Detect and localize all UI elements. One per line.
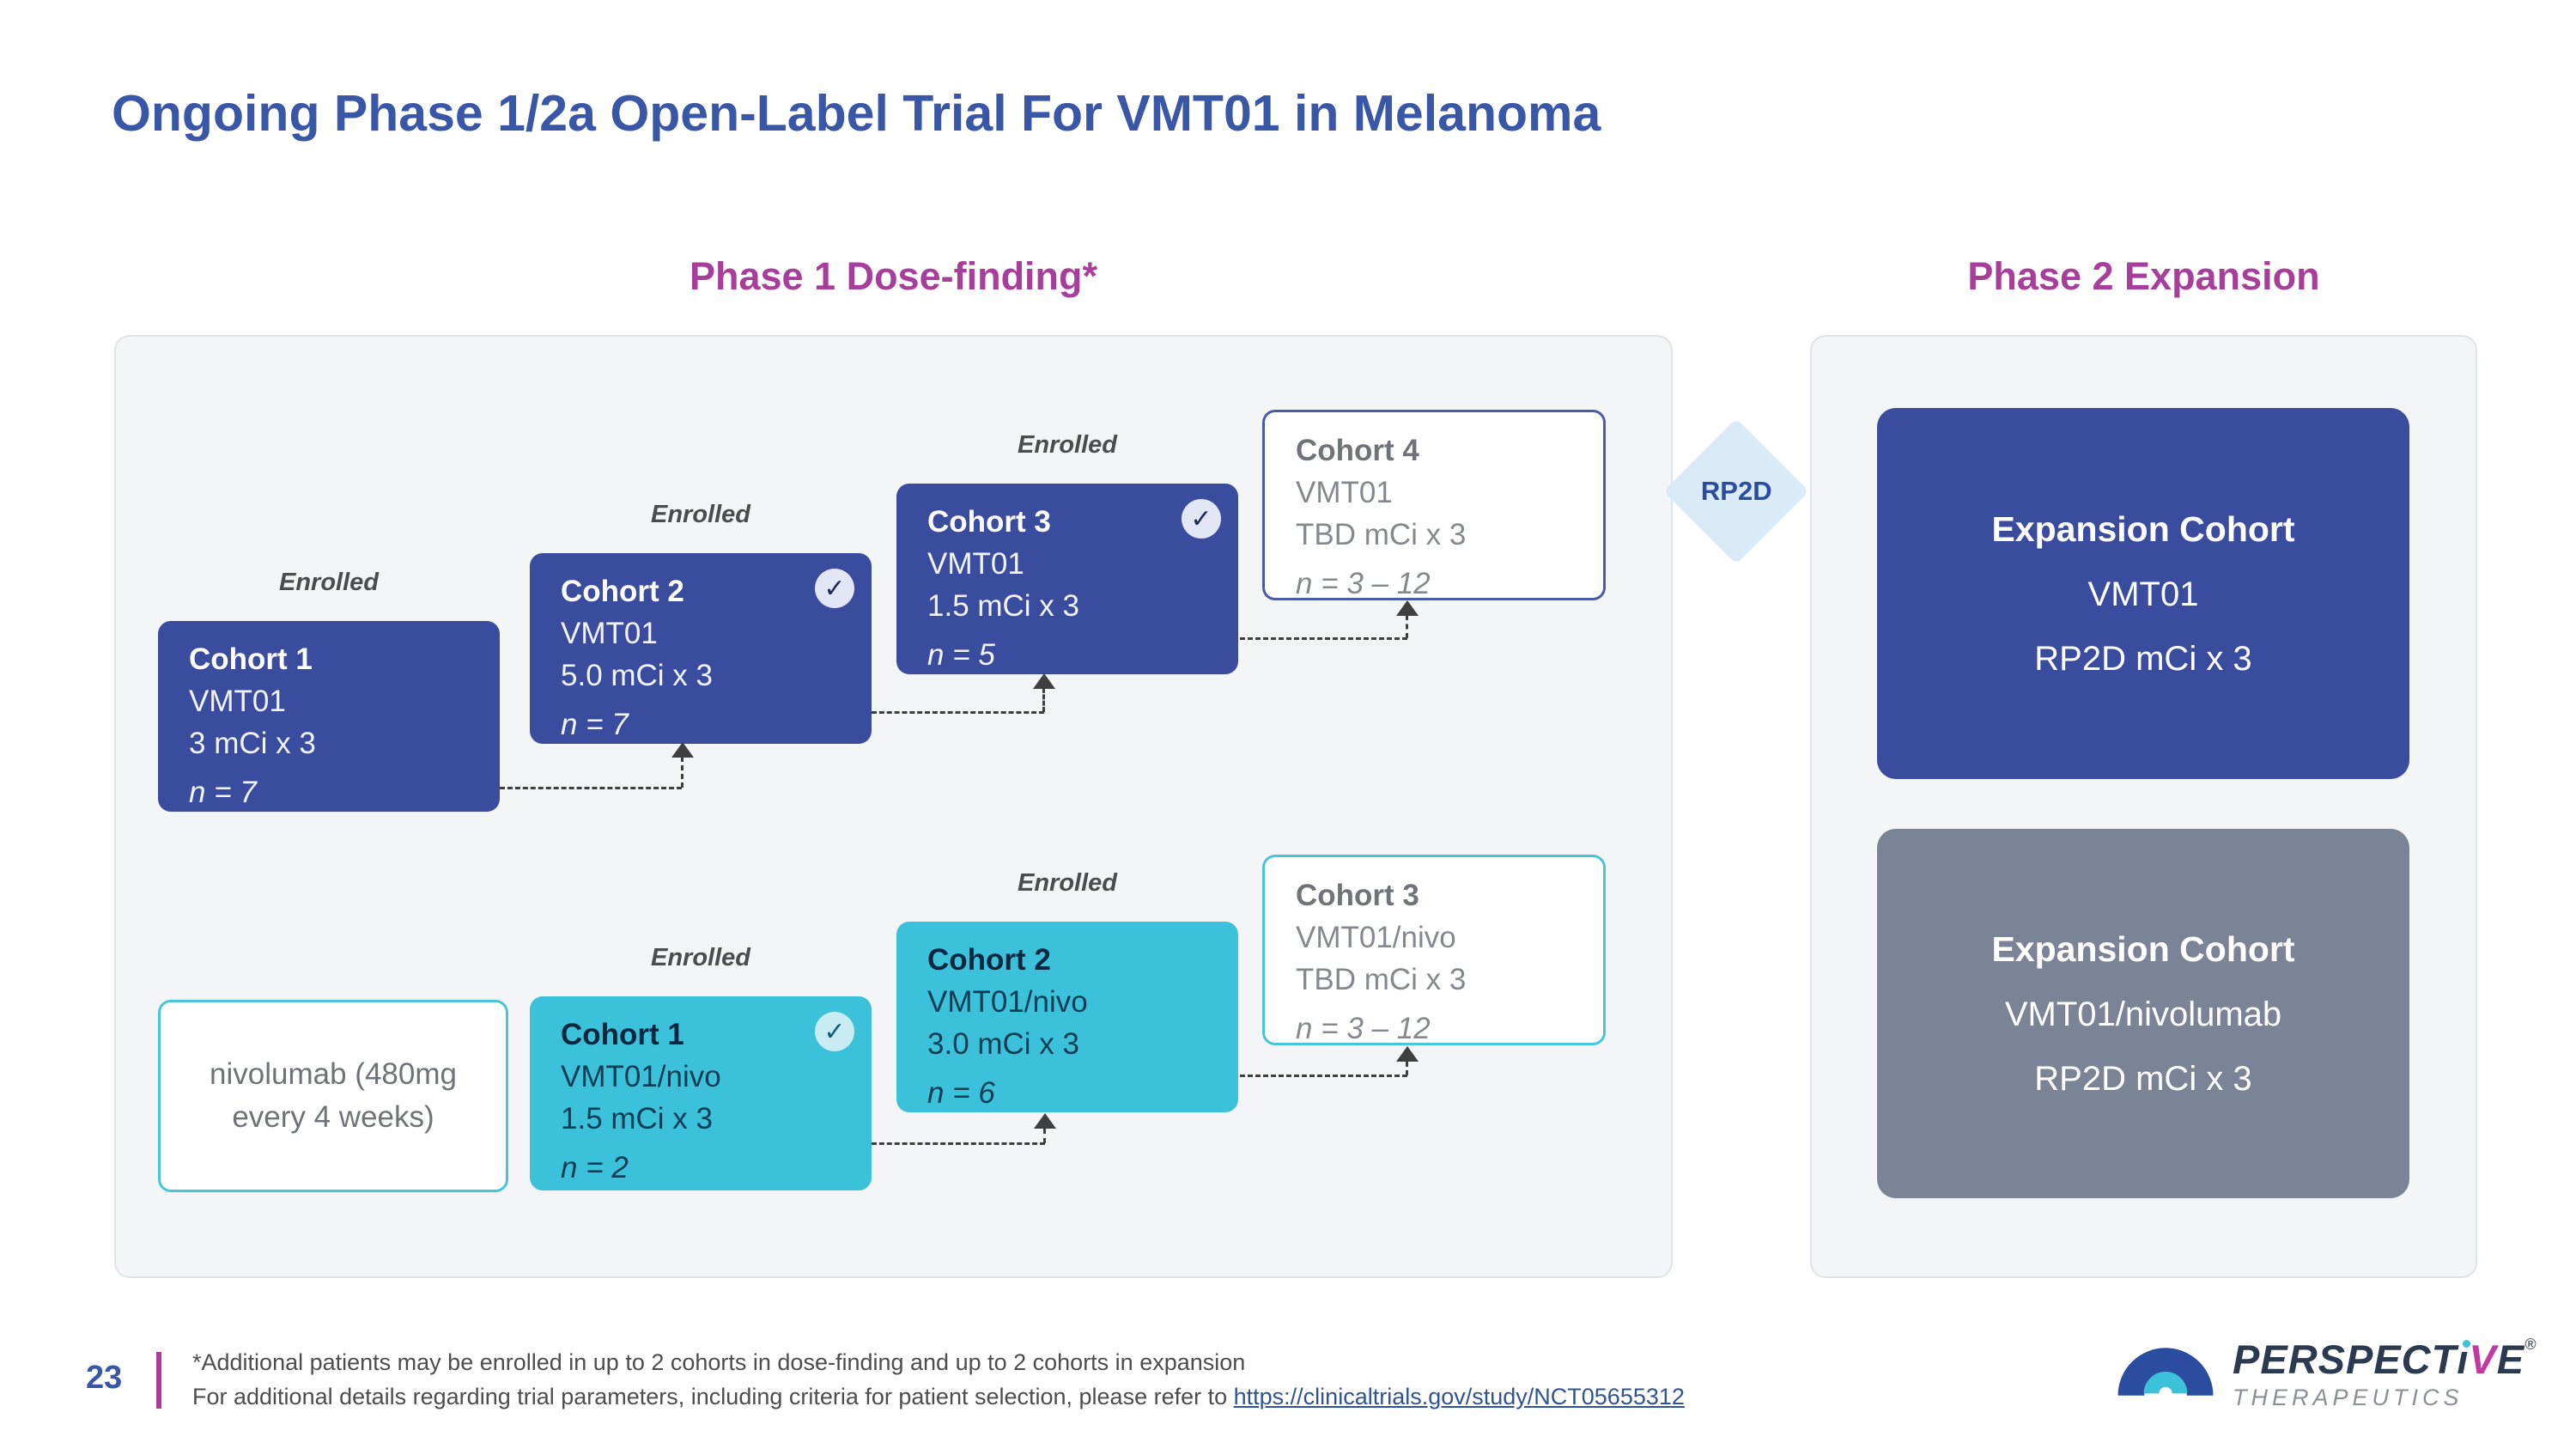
footnote-line2: For additional details regarding trial p…	[192, 1384, 1685, 1409]
logo-i-dot	[2463, 1340, 2471, 1348]
cohort-dose: 3 mCi x 3	[189, 727, 316, 760]
cohort-n: n = 3 – 12	[1296, 567, 1431, 600]
phase2-header: Phase 2 Expansion	[1967, 254, 2320, 298]
expansion-dose: RP2D mCi x 3	[2034, 639, 2252, 678]
cohort-title: Cohort 3	[927, 505, 1051, 539]
cohort4-mono-box: Cohort 4 VMT01 TBD mCi x 3 n = 3 – 12	[1262, 410, 1606, 600]
cohort-drug: VMT01/nivo	[561, 1060, 721, 1093]
enrolled-label-cohort3: Enrolled	[1017, 431, 1117, 459]
expansion-title: Expansion Cohort	[1991, 508, 2295, 549]
enrolled-label-combo-cohort2: Enrolled	[1017, 869, 1117, 897]
nivolumab-box: nivolumab (480mg every 4 weeks)	[158, 1000, 508, 1192]
check-icon: ✓	[815, 569, 854, 608]
cohort-drug: VMT01/nivo	[927, 985, 1088, 1019]
enrolled-label-cohort1: Enrolled	[278, 569, 379, 596]
cohort-title: Cohort 3	[1296, 879, 1419, 912]
expansion-cohort-nivolumab-box: Expansion Cohort VMT01/nivolumab RP2D mC…	[1877, 829, 2409, 1198]
enrolled-label-combo-cohort1: Enrolled	[650, 944, 750, 971]
check-icon: ✓	[815, 1012, 854, 1051]
cohort1-mono-box: Cohort 1 VMT01 3 mCi x 3 n = 7	[158, 621, 500, 812]
cohort3-mono-box: ✓ Cohort 3 VMT01 1.5 mCi x 3 n = 5	[896, 484, 1238, 674]
cohort-dose: 1.5 mCi x 3	[561, 1102, 713, 1135]
cohort-n: n = 5	[927, 638, 995, 672]
cohort-dose: 1.5 mCi x 3	[927, 589, 1079, 623]
cohort-dose: TBD mCi x 3	[1296, 963, 1467, 996]
cohort-drug: VMT01	[189, 685, 286, 718]
registered-mark: ®	[2524, 1336, 2537, 1353]
cohort-drug: VMT01/nivo	[1296, 921, 1456, 954]
cohort2-mono-box: ✓ Cohort 2 VMT01 5.0 mCi x 3 n = 7	[530, 553, 872, 744]
expansion-cohort-vmt01-box: Expansion Cohort VMT01 RP2D mCi x 3	[1877, 408, 2409, 779]
page-title: Ongoing Phase 1/2a Open-Label Trial For …	[112, 85, 1601, 142]
cohort-n: n = 6	[927, 1076, 995, 1110]
cohort-title: Cohort 4	[1296, 434, 1419, 467]
cohort-n: n = 3 – 12	[1296, 1012, 1431, 1045]
logo-arc-icon	[2117, 1348, 2214, 1397]
enrolled-label-cohort2: Enrolled	[650, 501, 750, 528]
expansion-drug: VMT01/nivolumab	[2004, 995, 2282, 1033]
logo-subtitle: THERAPEUTICS	[2233, 1385, 2464, 1410]
cohort-dose: 5.0 mCi x 3	[561, 659, 713, 692]
page-number: 23	[86, 1360, 123, 1396]
cohort-drug: VMT01	[1296, 476, 1393, 509]
cohort1-combo-box: ✓ Cohort 1 VMT01/nivo 1.5 mCi x 3 n = 2	[530, 996, 872, 1190]
cohort-title: Cohort 2	[561, 575, 684, 608]
cohort3-combo-box: Cohort 3 VMT01/nivo TBD mCi x 3 n = 3 – …	[1262, 855, 1606, 1045]
cohort-title: Cohort 1	[189, 642, 313, 676]
page-number-divider	[156, 1352, 161, 1409]
expansion-drug: VMT01	[2087, 575, 2199, 613]
footnote-line1: *Additional patients may be enrolled in …	[192, 1349, 1246, 1375]
rp2d-label: RP2D	[1700, 475, 1772, 506]
cohort-n: n = 2	[561, 1151, 629, 1184]
clinicaltrials-link[interactable]: https://clinicaltrials.gov/study/NCT0565…	[1233, 1384, 1685, 1409]
nivolumab-label: nivolumab (480mg every 4 weeks)	[210, 1057, 457, 1134]
check-icon: ✓	[1182, 499, 1221, 539]
phase1-header: Phase 1 Dose-finding*	[689, 254, 1098, 298]
footnotes: *Additional patients may be enrolled in …	[192, 1345, 1685, 1414]
cohort-drug: VMT01	[561, 617, 658, 650]
cohort-dose: 3.0 mCi x 3	[927, 1027, 1079, 1061]
cohort-drug: VMT01	[927, 547, 1024, 581]
cohort2-combo-box: Cohort 2 VMT01/nivo 3.0 mCi x 3 n = 6	[896, 922, 1238, 1112]
cohort-title: Cohort 2	[927, 943, 1051, 977]
cohort-n: n = 7	[189, 776, 257, 809]
expansion-title: Expansion Cohort	[1991, 928, 2295, 969]
cohort-n: n = 7	[561, 708, 629, 741]
expansion-dose: RP2D mCi x 3	[2034, 1059, 2252, 1098]
cohort-dose: TBD mCi x 3	[1296, 518, 1467, 551]
cohort-title: Cohort 1	[561, 1018, 684, 1051]
rp2d-diamond: RP2D	[1663, 418, 1809, 564]
